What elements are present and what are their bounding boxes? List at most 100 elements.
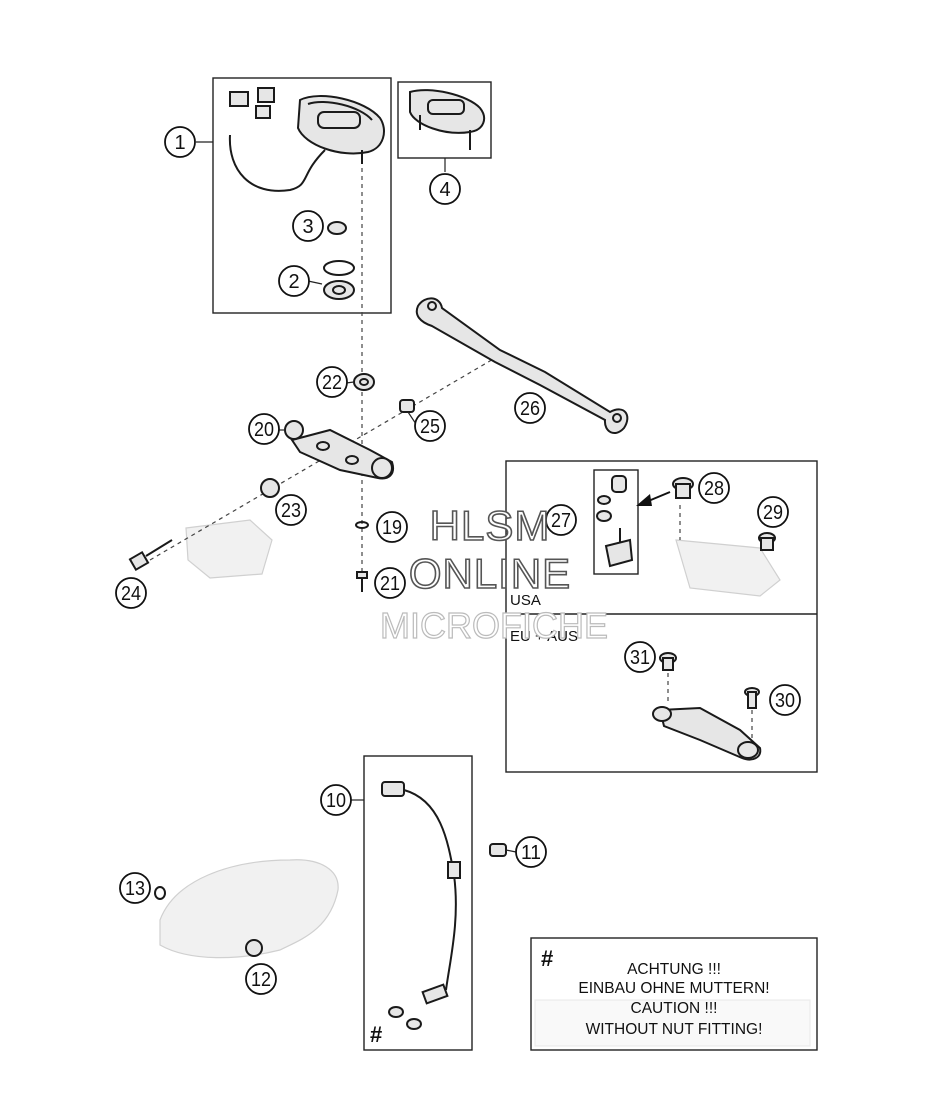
callout-number: 26	[520, 398, 540, 420]
callout-11: 11	[515, 836, 547, 868]
ghost-front-fender	[159, 859, 339, 959]
callout-30: 30	[769, 684, 801, 716]
callout-circle	[624, 641, 656, 673]
callout-25: 25	[414, 410, 446, 442]
bracket-26-part	[415, 297, 629, 435]
callout-31: 31	[624, 641, 656, 673]
callout-number: 21	[380, 573, 400, 595]
switch-27-part	[596, 475, 634, 568]
speedometer-kit-box	[212, 77, 392, 314]
callout-number: 12	[251, 969, 271, 991]
bolt-24-part	[128, 539, 173, 572]
callout-number: 29	[763, 502, 783, 524]
callout-number: 24	[121, 583, 141, 605]
callout-4: 4	[429, 173, 461, 205]
callout-circle	[316, 366, 348, 398]
notice-hash-symbol: #	[541, 946, 553, 971]
callout-circle	[374, 567, 406, 599]
notice-line-3: CAUTION !!!	[631, 1000, 718, 1017]
speed-sensor-10-part	[381, 781, 461, 1030]
callout-number: 27	[551, 510, 571, 532]
callout-circle	[769, 684, 801, 716]
part-22-nut	[353, 373, 375, 391]
callout-circle	[698, 472, 730, 504]
watermark-line-1: HLSM	[430, 502, 551, 549]
callout-1: 1	[164, 126, 196, 158]
part-21-screw	[356, 571, 368, 592]
callout-circle	[245, 963, 277, 995]
cover-part	[409, 89, 486, 150]
callout-circle	[757, 496, 789, 528]
callout-circle	[429, 173, 461, 205]
notice-line-2: EINBAU OHNE MUTTERN!	[578, 980, 769, 997]
callout-29: 29	[757, 496, 789, 528]
callout-number: 4	[439, 179, 450, 201]
sensor-hash-symbol: #	[370, 1022, 382, 1047]
part-12-bushing	[245, 939, 263, 957]
part-2-nut	[323, 260, 355, 300]
callout-26: 26	[514, 392, 546, 424]
notice-line-1: ACHTUNG !!!	[627, 961, 721, 978]
switch-kit-box	[593, 469, 639, 575]
callout-2: 2	[278, 265, 310, 297]
callout-circle	[515, 836, 547, 868]
callout-number: 23	[281, 500, 301, 522]
part-13-ring	[154, 886, 166, 900]
callout-circle	[248, 413, 280, 445]
callout-12: 12	[245, 963, 277, 995]
callout-number: 22	[322, 372, 342, 394]
callout-20: 20	[248, 413, 280, 445]
callout-24: 24	[115, 577, 147, 609]
callout-number: 19	[382, 517, 402, 539]
ghost-notice-shadow	[534, 999, 811, 1047]
part-31-bolt	[659, 652, 677, 671]
callout-21: 21	[374, 567, 406, 599]
part-19-washer	[355, 521, 369, 529]
callout-circle	[376, 511, 408, 543]
part-23-bushing	[260, 478, 280, 498]
region-label-eu-aus: EU + AUS	[510, 628, 578, 645]
leader-lines	[196, 141, 517, 853]
watermark-line-3: MICROFICHE	[380, 605, 608, 646]
callout-circle	[514, 392, 546, 424]
callout-circle	[292, 210, 324, 242]
callout-number: 20	[254, 419, 274, 441]
eu-triple-clamp-part	[652, 706, 762, 761]
part-11-clip	[489, 843, 507, 857]
callout-circle	[115, 577, 147, 609]
callout-number: 1	[174, 132, 185, 154]
part-3-plug	[327, 221, 347, 235]
callout-23: 23	[275, 494, 307, 526]
watermark-line-2: ONLINE	[409, 550, 571, 597]
callout-circle	[278, 265, 310, 297]
callout-circle	[275, 494, 307, 526]
regional-variants-box	[505, 460, 818, 773]
callout-circle	[545, 504, 577, 536]
callout-number: 11	[521, 842, 541, 864]
callout-number: 30	[775, 690, 795, 712]
part-30-bolt	[744, 687, 760, 709]
part-25-bushing	[399, 399, 415, 413]
triple-clamp-20-part	[284, 420, 394, 480]
ghost-clamp-part	[185, 519, 273, 579]
ghost-bracket-usa	[675, 539, 781, 597]
notice-line-4: WITHOUT NUT FITTING!	[586, 1021, 763, 1038]
part-29-plug	[758, 532, 776, 551]
callout-19: 19	[376, 511, 408, 543]
callout-27: 27	[545, 504, 577, 536]
arrow-28-to-27	[636, 491, 671, 506]
region-label-usa: USA	[510, 592, 541, 609]
callout-number: 3	[302, 216, 313, 238]
sensor-kit-box	[363, 755, 473, 1051]
callout-circle	[119, 872, 151, 904]
callout-circle	[320, 784, 352, 816]
callout-22: 22	[316, 366, 348, 398]
callout-number: 2	[288, 271, 299, 293]
callout-number: 31	[630, 647, 650, 669]
callout-number: 28	[704, 478, 724, 500]
callout-number: 25	[420, 416, 440, 438]
callout-13: 13	[119, 872, 151, 904]
